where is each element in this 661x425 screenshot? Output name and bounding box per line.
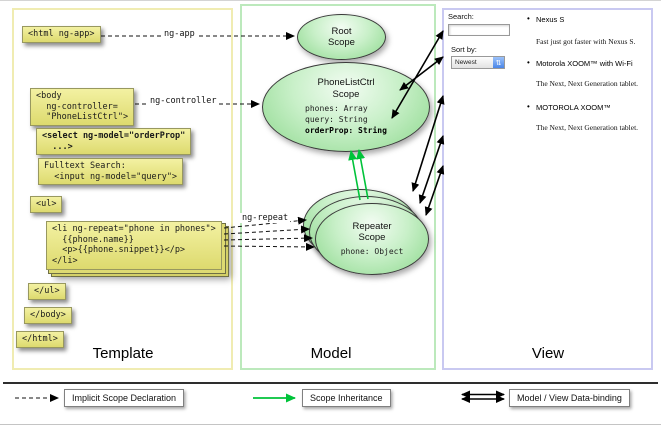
code-body-open: <body ng-controller= "PhoneListCtrl"> [30, 88, 135, 126]
phonelistctrl-scope-ellipse: PhoneListCtrl Scope phones: Array query:… [262, 62, 430, 152]
phonelistctrl-scope-title: PhoneListCtrl Scope [317, 77, 375, 100]
phone-item-title: Motorola XOOM™ with Wi-Fi [536, 59, 633, 68]
phone-item-title: MOTOROLA XOOM™ [536, 103, 611, 112]
code-li-repeat: <li ng-repeat="phone in phones"> {{phone… [46, 221, 222, 270]
view-column-label: View [531, 345, 565, 362]
code-ul-open: <ul> [30, 196, 63, 213]
prop-phones: phones: Array [305, 104, 368, 114]
code-body-close: </body> [24, 307, 72, 324]
legend-implicit-scope-declaration: Implicit Scope Declaration [64, 389, 185, 407]
ng-controller-label: ng-controller [148, 96, 219, 106]
root-scope-ellipse: Root Scope [297, 14, 386, 60]
bullet-icon: • [527, 102, 530, 111]
bullet-icon: • [527, 14, 530, 23]
ng-repeat-label: ng-repeat [240, 213, 291, 223]
phone-item-desc: The Next, Next Generation tablet. [536, 79, 639, 88]
root-scope-title: Root Scope [328, 25, 355, 48]
sort-by-label: Sort by: [451, 45, 477, 54]
template-column-label: Template [92, 345, 154, 362]
phone-item-desc: The Next, Next Generation tablet. [536, 123, 639, 132]
repeater-scope-props: phone: Object [341, 246, 404, 257]
repeater-scope-ellipse: Repeater Scope phone: Object [315, 203, 429, 275]
sort-select-value: Newest [455, 59, 477, 66]
model-column-label: Model [310, 345, 352, 362]
code-select: <select ng-model="orderProp" ...> [36, 128, 192, 156]
code-html-close: </html> [16, 331, 64, 348]
legend-scope-inheritance: Scope Inheritance [302, 389, 391, 407]
search-input[interactable] [448, 24, 510, 36]
ng-app-label: ng-app [162, 29, 197, 39]
code-html-open: <html ng-app> [22, 26, 101, 43]
prop-phone: phone: Object [340, 247, 404, 257]
sort-select[interactable]: Newest ⇅ [451, 56, 505, 69]
phonelistctrl-scope-props: phones: Array query: String orderProp: S… [305, 103, 387, 137]
prop-query: query: String [305, 115, 368, 125]
dropdown-arrow-icon[interactable]: ⇅ [493, 57, 504, 68]
repeater-scope-title: Repeater Scope [352, 220, 392, 243]
bullet-icon: • [527, 58, 530, 67]
code-fulltext-search: Fulltext Search: <input ng-model="query"… [38, 158, 184, 186]
phone-item-title: Nexus S [536, 15, 565, 24]
prop-orderprop: orderProp: String [305, 126, 387, 136]
search-label: Search: [448, 12, 474, 21]
code-ul-close: </ul> [28, 283, 66, 300]
phone-item-desc: Fast just got faster with Nexus S. [536, 37, 636, 46]
legend-model-view-data-binding: Model / View Data-binding [509, 389, 630, 407]
